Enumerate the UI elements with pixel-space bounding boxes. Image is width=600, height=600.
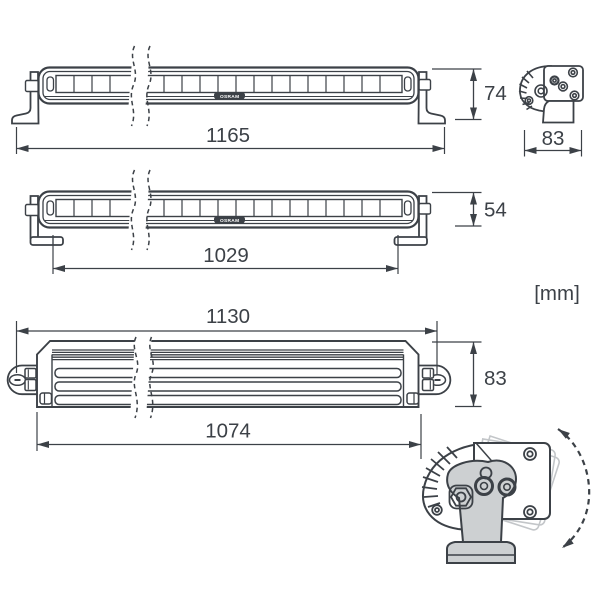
heatsink-fins [421,446,458,508]
mounting-bracket-left [6,364,41,396]
fin-slot [54,367,402,379]
fin-slot [54,394,402,406]
break-squiggle-left [133,336,139,419]
dim-83-depth: 83 [432,341,507,408]
dim-83-side: 83 [523,127,583,157]
end-details [39,392,420,405]
pivot-bracket [446,459,518,564]
dim-74-label: 74 [484,82,507,105]
fin-slot [54,381,402,392]
ghost-positions [465,435,560,531]
dim-1074-label: 1074 [205,420,251,443]
dim-1074: 1074 [36,412,422,459]
dim-1029-label: 1029 [203,244,249,267]
heatsink-fins [518,70,534,111]
units-label: [mm] [534,282,580,305]
side-view-74: 83 [518,65,584,157]
dim-1029: 1029 [52,235,399,274]
front-view-74: OSRAM 1165 74 [11,45,507,154]
dim-54-label: 54 [484,199,507,222]
dim-74: 74 [432,68,507,121]
plate-screws [431,447,537,519]
side-bracket-foot [542,100,575,124]
dim-1130-label: 1130 [206,305,250,328]
osram-badge-label: OSRAM [220,218,239,224]
dim-1165: 1165 [15,124,446,154]
top-view: 1130 83 1074 [6,305,507,459]
pivot-bolts [448,466,517,510]
dim-54: 54 [432,191,507,227]
break-squiggle-right [149,336,154,419]
tilt-view [421,428,591,564]
screws [524,67,580,106]
dim-1165-label: 1165 [206,124,250,147]
front-view-54: OSRAM 1029 54 [24,169,507,274]
osram-badge-label: OSRAM [220,94,239,100]
tilt-range-arrow [557,428,591,549]
dim-83-depth-label: 83 [484,367,507,390]
mounting-bracket-left [11,71,40,125]
dim-1130: 1130 [15,305,438,375]
dim-83-side-label: 83 [542,127,565,150]
mounting-bracket-right [417,364,452,396]
break-mask [130,338,152,418]
fin-band [52,349,404,361]
